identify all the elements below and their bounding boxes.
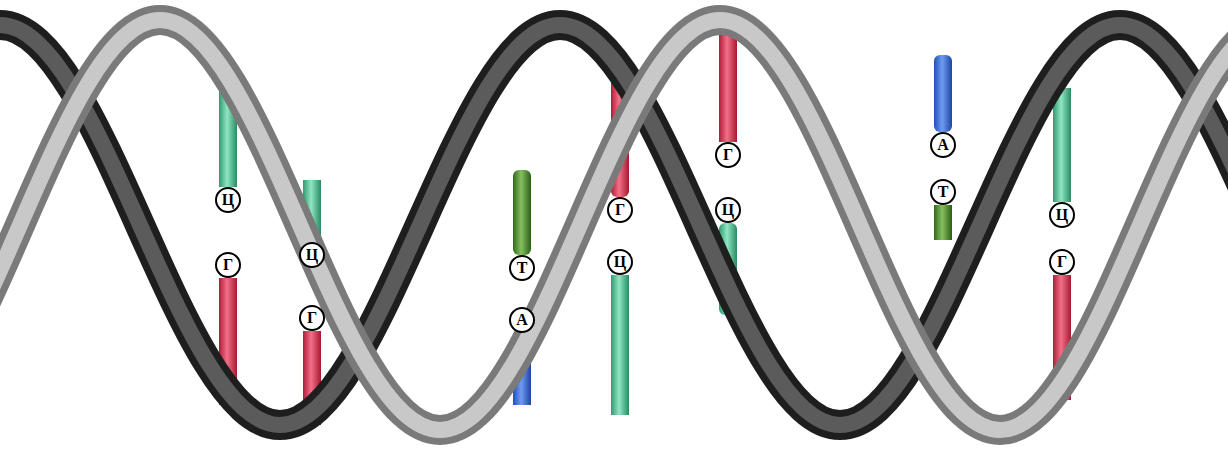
base-letter: Ц (1056, 207, 1068, 223)
base-letter: Г (223, 257, 233, 273)
base-letter: Г (615, 202, 625, 218)
thymine-bar (934, 205, 952, 240)
thymine-bar (513, 170, 531, 255)
base-circle: Т (930, 179, 956, 205)
backbone-highlight (0, 25, 1228, 425)
base-circle: Ц (299, 242, 325, 268)
guanine-bar (719, 35, 737, 142)
base-circle: А (930, 132, 956, 158)
base-circle: Г (299, 305, 325, 331)
base-letter: Т (938, 184, 949, 200)
cytosine-bar (1053, 88, 1071, 202)
base-letter: Г (723, 147, 733, 163)
base-letter: А (937, 137, 949, 153)
cytosine-bar (611, 275, 629, 415)
base-circle: Г (1049, 249, 1075, 275)
backbone-highlight (0, 20, 1228, 430)
adenine-bar (934, 55, 952, 132)
base-circle: Ц (1049, 202, 1075, 228)
base-letter: Г (307, 310, 317, 326)
base-circle: Ц (607, 249, 633, 275)
base-circle: Ц (215, 187, 241, 213)
base-letter: Ц (614, 254, 626, 270)
base-circle: Г (715, 142, 741, 168)
backbone-strands (0, 20, 1228, 430)
base-circle: Т (509, 255, 535, 281)
backbone-strand (0, 20, 1228, 430)
base-letter: Г (1057, 254, 1067, 270)
base-letter: Т (517, 260, 528, 276)
base-circle: А (509, 307, 535, 333)
base-letter: Ц (222, 192, 234, 208)
base-letter: Ц (722, 202, 734, 218)
base-circle: Ц (715, 197, 741, 223)
base-circle: Г (607, 197, 633, 223)
base-letter: Ц (306, 247, 318, 263)
base-circle: Г (215, 252, 241, 278)
backbone-strand (0, 25, 1228, 425)
base-letter: А (516, 312, 528, 328)
